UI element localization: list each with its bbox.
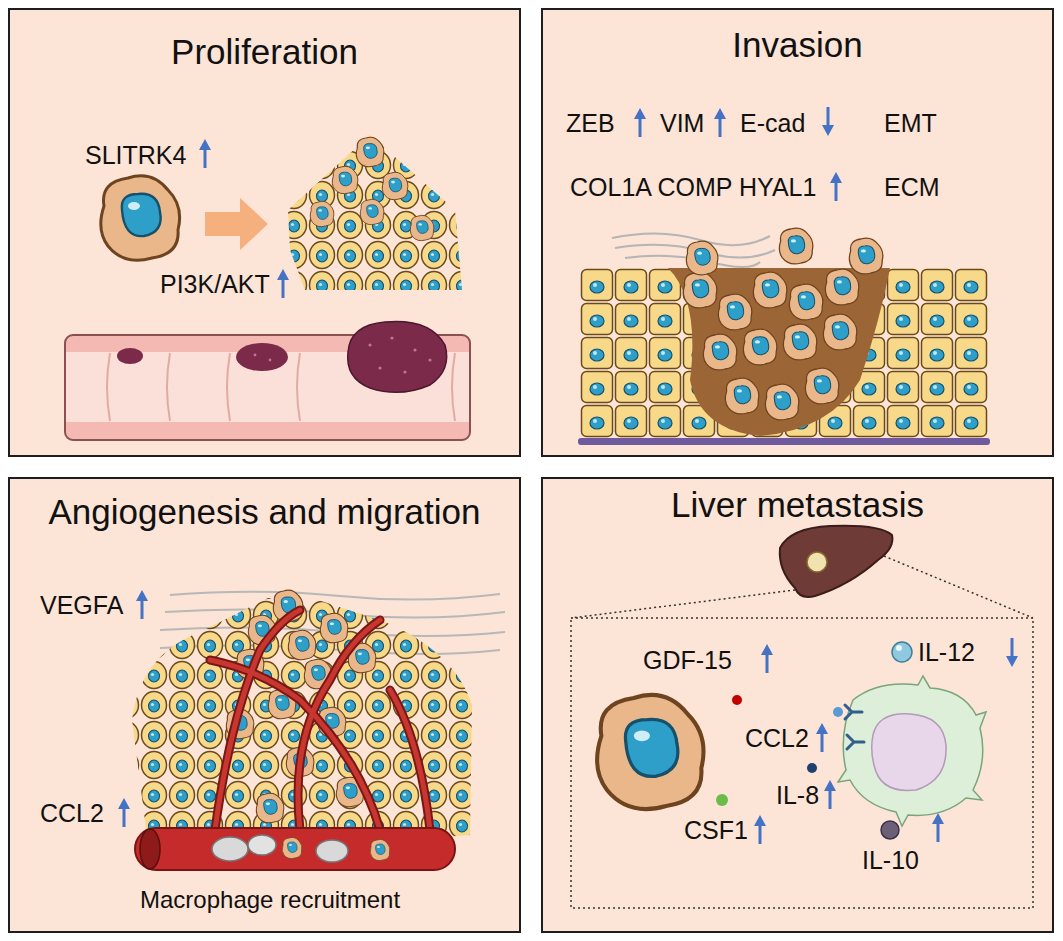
- gene-label: IL-10: [862, 846, 919, 875]
- gene-label: IL-8: [776, 781, 819, 810]
- panel-title: Proliferation: [171, 32, 358, 72]
- panel: Angiogenesis and migration: [8, 477, 521, 933]
- panel: Proliferation: [8, 8, 521, 457]
- gene-label: E-cad: [740, 109, 805, 138]
- panel: Invasion: [541, 8, 1054, 457]
- gene-label: PI3K/AKT: [160, 270, 270, 299]
- gene-label: CCL2: [745, 724, 809, 753]
- gene-label: IL-12: [918, 638, 975, 667]
- gene-label: ZEB: [566, 109, 615, 138]
- gene-label: GDF-15: [643, 646, 732, 675]
- gene-label: VIM: [660, 109, 704, 138]
- panel-title: Angiogenesis and migration: [49, 492, 481, 532]
- gene-label: Macrophage recruitment: [140, 886, 400, 914]
- panel-title: Liver metastasis: [671, 485, 924, 525]
- gene-label: COL1A COMP HYAL1: [570, 173, 816, 202]
- gene-label: VEGFA: [40, 591, 123, 620]
- gene-label: SLITRK4: [85, 141, 186, 170]
- panel-title: Invasion: [732, 25, 862, 65]
- gene-label: CCL2: [40, 799, 104, 828]
- panel: Liver metastasis: [541, 477, 1054, 933]
- gene-label: ECM: [884, 173, 940, 202]
- gene-label: CSF1: [684, 816, 748, 845]
- gene-label: EMT: [884, 109, 937, 138]
